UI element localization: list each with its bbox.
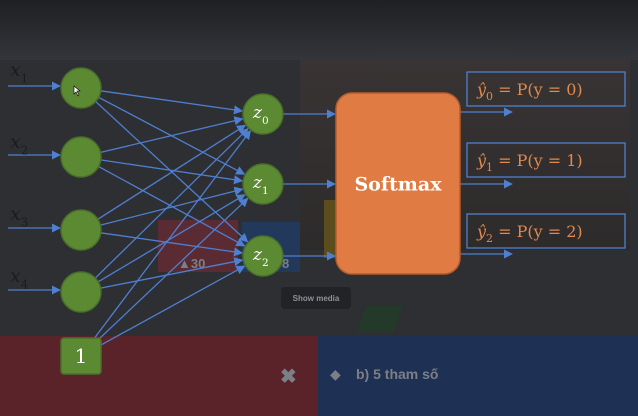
bias-node (60, 337, 102, 375)
hidden-node-z2 (242, 235, 284, 277)
input-node-1 (60, 67, 102, 109)
edge-3-to-z0 (93, 128, 249, 280)
edge-1-to-z2 (96, 165, 246, 247)
edge-4-to-z1 (93, 197, 249, 345)
edge-0-to-z0 (98, 89, 244, 115)
input-label-x4: x4 (10, 265, 28, 292)
output-box-y2 (466, 213, 626, 249)
softmax-label: Softmax (354, 174, 442, 196)
input-node-2 (60, 136, 102, 178)
edge-2-to-z0 (95, 124, 247, 221)
hidden-label-z0: z0 (252, 103, 269, 127)
diagram-labels: 1 z0 z1 z2 x1 x2 x3 x4 Softmax ŷ0 = P(y = 0) ŷ1 = … (10, 59, 583, 368)
edge-1-to-z1 (98, 158, 244, 185)
score-left: ▲30 (178, 256, 206, 271)
output-label-y0: ŷ0 = P(y = 0) (476, 80, 583, 103)
hidden-node-z1 (242, 163, 284, 205)
close-icon[interactable]: ✖ (280, 366, 297, 388)
edge-2-to-z2 (98, 231, 244, 257)
diagram-nodes (60, 67, 626, 375)
output-label-y1: ŷ1 = P(y = 1) (476, 151, 583, 174)
edge-2-to-z1 (98, 186, 244, 227)
answer-option-b[interactable] (318, 336, 638, 416)
hidden-label-z2: z2 (252, 245, 269, 269)
answer-option-a[interactable] (0, 336, 318, 416)
hidden-label-z1: z1 (252, 173, 269, 197)
input-node-4 (60, 271, 102, 313)
diagram-edges (8, 81, 513, 348)
bias-label: 1 (75, 344, 88, 368)
score-right: 8 (282, 256, 290, 271)
edge-4-to-z0 (91, 130, 251, 343)
edge-4-to-z2 (96, 265, 246, 348)
edge-1-to-z0 (98, 116, 244, 154)
input-label-x2: x2 (10, 131, 28, 158)
output-box-y0 (466, 71, 626, 107)
mouse-cursor-icon (73, 85, 81, 97)
show-media-button[interactable]: Show media (281, 287, 351, 309)
output-box-y1 (466, 142, 626, 178)
background-top-band (0, 0, 638, 60)
softmax-box (335, 92, 461, 275)
edge-3-to-z2 (98, 257, 244, 290)
hidden-node-z0 (242, 93, 284, 135)
diamond-icon: ◆ (330, 366, 341, 382)
input-node-3 (60, 209, 102, 251)
input-label-x1: x1 (10, 59, 28, 86)
output-label-y2: ŷ2 = P(y = 2) (476, 222, 583, 245)
background-yellow-card (324, 200, 338, 258)
edge-3-to-z1 (96, 194, 246, 284)
input-label-x3: x3 (10, 203, 28, 230)
answer-b-text: b) 5 tham số (356, 366, 439, 382)
